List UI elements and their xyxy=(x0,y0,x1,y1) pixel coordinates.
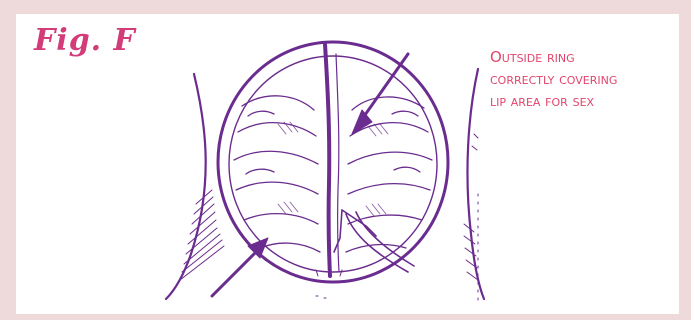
right-thigh-contour xyxy=(467,69,484,299)
center-line xyxy=(325,44,330,276)
center-line-shadow xyxy=(336,54,339,272)
ring-illustration xyxy=(16,14,679,314)
arrow-bottom-left-icon xyxy=(212,238,268,296)
arrow-top-icon xyxy=(352,54,408,134)
ring-inner-outline xyxy=(229,56,437,272)
figure-panel: Fig. F Outside ring correctly covering l… xyxy=(16,14,679,314)
left-folds xyxy=(234,96,320,252)
inner-hatching xyxy=(278,122,388,216)
right-hatching xyxy=(464,134,478,280)
